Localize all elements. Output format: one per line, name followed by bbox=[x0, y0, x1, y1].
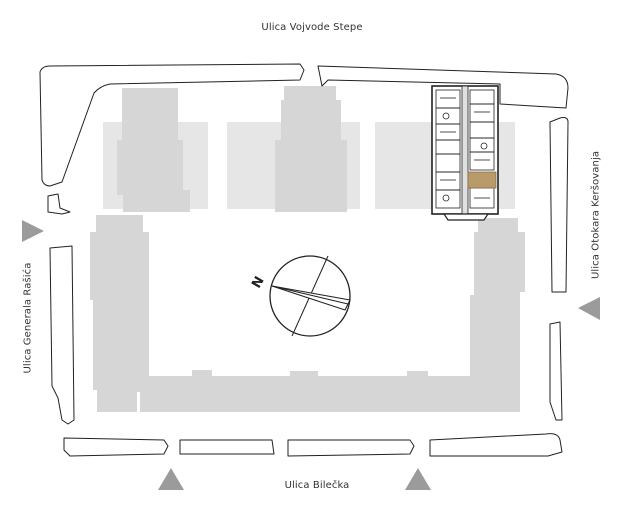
building-middle-tower bbox=[275, 86, 347, 212]
sidewalk-south-1 bbox=[63, 437, 169, 457]
street-label-top: Ulica Vojvode Stepe bbox=[261, 22, 363, 33]
highlighted-building-floorplan bbox=[431, 85, 499, 221]
street-label-bottom: Ulica Bilečka bbox=[284, 480, 350, 491]
north-compass bbox=[269, 255, 351, 337]
floorplan-entry bbox=[442, 213, 490, 221]
building-east-wing bbox=[470, 218, 525, 412]
entrance-marker-east bbox=[578, 297, 600, 320]
highlighted-unit bbox=[467, 171, 497, 189]
entrance-marker-south-right bbox=[405, 468, 431, 490]
sidewalk-northeast-inner bbox=[549, 117, 569, 293]
compass-circle bbox=[269, 255, 351, 337]
entrance-markers bbox=[22, 220, 600, 490]
building-south-wing bbox=[135, 370, 520, 412]
compass-pointer bbox=[271, 285, 351, 311]
sidewalk-west bbox=[49, 245, 75, 425]
sidewalk-northeast bbox=[317, 65, 569, 109]
building-blocks bbox=[90, 86, 525, 412]
floorplan-core bbox=[461, 85, 469, 215]
street-label-right: Ulica Otokara Keršovanja bbox=[590, 150, 602, 280]
sidewalk-south-4 bbox=[429, 433, 563, 457]
building-west-tower bbox=[117, 88, 190, 212]
sidewalk-outlines bbox=[39, 63, 569, 457]
sidewalk-south-2 bbox=[179, 439, 275, 455]
street-label-left: Ulica Generala Rašića bbox=[22, 262, 34, 374]
sidewalk-small-west bbox=[47, 193, 71, 215]
floorplan-rooms bbox=[435, 89, 495, 209]
sidewalk-northwest bbox=[39, 63, 305, 187]
building-west-wing bbox=[90, 215, 149, 412]
sidewalk-south-3 bbox=[287, 439, 415, 457]
entrance-marker-south-left bbox=[158, 468, 184, 490]
entrance-marker-west bbox=[22, 220, 44, 242]
sidewalk-east bbox=[549, 321, 563, 421]
